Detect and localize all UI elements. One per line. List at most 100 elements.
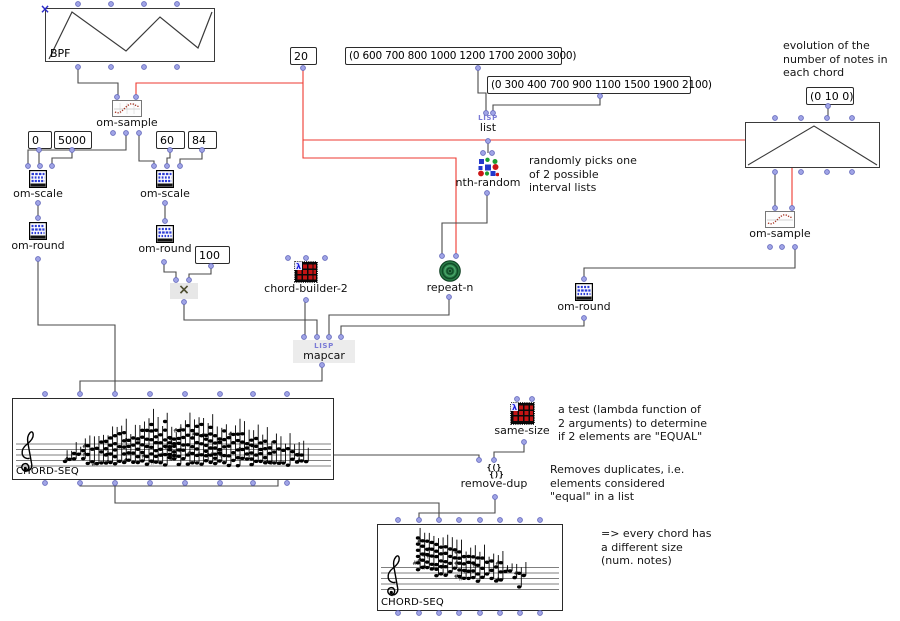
treble-clef-icon [387, 555, 400, 597]
nth-random-node[interactable]: nth-random [455, 156, 521, 189]
svg-text:#: # [296, 452, 301, 459]
svg-text:#: # [82, 452, 87, 459]
svg-text:#: # [105, 451, 110, 458]
svg-text:#: # [495, 577, 500, 584]
lock-icon[interactable]: × [40, 2, 51, 16]
svg-text:#: # [422, 565, 427, 572]
comment-result: => every chord has a different size (num… [601, 527, 712, 567]
list-box-2[interactable]: (0 300 400 700 900 1100 1500 1900 2100) [487, 76, 712, 94]
om-sample-node-2[interactable]: om-sample [749, 211, 811, 240]
svg-text:#: # [422, 552, 427, 559]
svg-text:#: # [123, 438, 128, 445]
svg-text:#: # [64, 457, 69, 464]
patch-cord [583, 247, 796, 279]
svg-text:#: # [504, 568, 509, 575]
om-sample-icon [112, 100, 142, 117]
svg-text:#: # [463, 568, 468, 575]
bpf-curve [48, 11, 213, 60]
patch-cord [188, 266, 212, 280]
chord-seq-label: CHORD-SEQ [381, 597, 444, 608]
om-scale-node-2[interactable]: om-scale [137, 170, 193, 200]
svg-text:#: # [205, 452, 210, 459]
node-label: repeat-n [426, 281, 474, 294]
svg-text:#: # [82, 443, 87, 450]
lisp-tag: LISP [478, 114, 498, 122]
svg-text:#: # [191, 431, 196, 438]
om-round-node-3[interactable]: om-round [556, 283, 612, 313]
mapcar-node[interactable]: LISP mapcar [293, 340, 355, 363]
treble-clef-icon [21, 431, 34, 473]
om-round-node-1[interactable]: om-round [10, 222, 66, 252]
svg-text:#: # [178, 447, 183, 454]
list-box-1[interactable]: (0 600 700 800 1000 1200 1700 2000 3000) [345, 47, 577, 65]
comment-remove-dup: Removes duplicates, i.e. elements consid… [550, 463, 685, 503]
patch-cord [183, 302, 318, 337]
list-node[interactable]: LISP list [466, 114, 510, 134]
node-label: remove-dup [460, 477, 528, 490]
lisp-tag: LISP [314, 342, 334, 350]
multiply-node[interactable]: × [170, 283, 198, 299]
chord-builder-2-icon: λ [294, 261, 318, 283]
svg-text:#: # [123, 457, 128, 464]
svg-text:#: # [105, 460, 110, 467]
svg-text:#: # [210, 451, 215, 458]
svg-text:#: # [141, 454, 146, 461]
svg-text:#: # [426, 546, 431, 553]
om-sample-node-1[interactable]: om-sample [96, 100, 158, 129]
svg-text:#: # [200, 433, 205, 440]
node-label: om-round [138, 242, 192, 255]
number-box-100[interactable]: 100 [195, 246, 230, 264]
repeat-n-node[interactable]: repeat-n [420, 260, 480, 294]
svg-text:#: # [426, 553, 431, 560]
svg-text:#: # [454, 560, 459, 567]
svg-text:#: # [454, 549, 459, 556]
om-round-node-2[interactable]: om-round [137, 225, 193, 255]
om-round-icon [575, 283, 593, 301]
node-label: mapcar [303, 349, 345, 362]
svg-text:#: # [495, 560, 500, 567]
bpf-box-2[interactable] [745, 122, 880, 168]
svg-text:#: # [417, 557, 422, 564]
patch-cord [163, 262, 177, 280]
svg-text:#: # [514, 570, 519, 577]
patch-cord [37, 259, 116, 394]
svg-text:#: # [412, 560, 417, 567]
svg-text:#: # [91, 461, 96, 468]
svg-text:#: # [296, 458, 301, 465]
chord-seq-box-1[interactable]: ################################ CHORD-S… [12, 398, 334, 480]
same-size-node[interactable]: λ same-size [487, 402, 557, 437]
patch-cord [418, 497, 496, 520]
number-box-0[interactable]: 0 [28, 131, 52, 149]
svg-text:#: # [187, 451, 192, 458]
number-box-20[interactable]: 20 [290, 47, 317, 65]
om-scale-node-1[interactable]: om-scale [10, 170, 66, 200]
patch-cord [340, 318, 585, 337]
patch-cord [332, 454, 480, 460]
chord-builder-2-node[interactable]: λ chord-builder-2 [262, 261, 350, 295]
number-box-60[interactable]: 60 [156, 131, 185, 149]
comment-evolution: evolution of the number of notes in each… [783, 39, 888, 79]
node-label: om-scale [13, 187, 63, 200]
om-scale-icon [29, 170, 47, 188]
svg-text:#: # [160, 452, 165, 459]
number-box-84[interactable]: 84 [188, 131, 217, 149]
svg-text:#: # [178, 427, 183, 434]
om-sample-icon [765, 211, 795, 228]
node-label: om-scale [140, 187, 190, 200]
patch-cord [166, 150, 171, 166]
list-box-0-10-0[interactable]: (0 10 0) [806, 87, 854, 105]
node-label: nth-random [455, 176, 521, 189]
svg-text:#: # [150, 459, 155, 466]
svg-text:#: # [228, 432, 233, 439]
number-box-5000[interactable]: 5000 [54, 131, 92, 149]
patch-cord-active [302, 68, 793, 208]
patch-cord-active [302, 140, 457, 256]
chord-seq-box-2[interactable]: ################## CHORD-SEQ [377, 524, 563, 611]
svg-text:#: # [164, 444, 169, 451]
remove-dup-node[interactable]: {(} {)} remove-dup [460, 464, 528, 490]
repeat-n-icon [439, 260, 461, 282]
patch-cord [79, 365, 323, 394]
bpf-box[interactable]: BPF [45, 8, 215, 62]
om-round-icon [156, 225, 174, 243]
